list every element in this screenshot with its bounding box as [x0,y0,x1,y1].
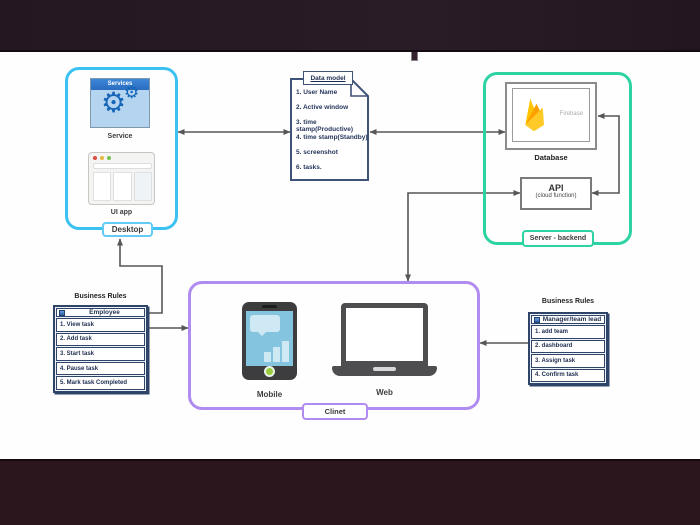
datamodel-title: Data model [303,71,353,85]
manager-rules-table: Manager/team lead 1. add team 2. dashboa… [528,312,608,385]
bar-chart-icon [264,341,289,362]
datamodel-item: 6. tasks. [296,164,322,171]
client-tag: Clinet [302,403,368,420]
phone-screen [246,311,293,366]
api-subtitle: (cloud function) [535,193,577,199]
employee-rules-table: Employee 1. View task 2. Add task 3. Sta… [53,305,148,393]
url-bar [93,163,152,169]
laptop-icon [332,303,437,378]
bottom-letterbox-bar [0,459,700,525]
server-tag: Server - backend [522,230,594,247]
window-buttons-icon [93,156,111,160]
service-window-icon: Services ⚙ ⚙ [90,78,150,128]
phone-speaker [262,305,277,308]
service-window-titlebar: Services [91,79,149,90]
table-row: 5. Mark task Completed [56,376,145,390]
table-row: 3. Assign task [531,354,605,368]
business-rules-title-right: Business Rules [541,298,595,305]
api-box: API (cloud function) [520,177,592,210]
business-rules-title-left: Business Rules [74,293,127,300]
gear-icon: ⚙ [101,87,127,118]
slide-edge-marker [411,52,418,61]
person-icon [534,316,540,323]
table-row: 1. View task [56,318,145,332]
service-label: Service [107,133,133,140]
chat-bubble-icon [250,315,280,336]
firebase-label: Firebase [559,111,583,117]
table-row: 1. add team [531,325,605,339]
table-header-label: Manager/team lead [542,316,602,323]
datamodel-item: 4. time stamp(Standby) [296,134,368,141]
mobile-phone-icon [242,302,297,380]
table-header-label: Employee [89,309,120,316]
database-label: Database [534,153,568,162]
table-header-row: Employee [56,308,145,317]
desktop-tag: Desktop [102,222,153,237]
table-header-row: Manager/team lead [531,315,605,324]
arrow-employee-desktop [117,238,163,314]
gear-icon: ⚙ [124,83,140,102]
slide-canvas: Services ⚙ ⚙ Service UI app Desktop Da [0,52,700,459]
datamodel-item: 5. screenshot [296,149,338,156]
home-button [264,366,275,377]
mobile-label: Mobile [256,390,283,399]
datamodel-item: 3. time stamp(Productive) [296,119,354,133]
api-title: API [548,183,564,193]
table-row: 4. Confirm task [531,368,605,382]
datamodel-item: 2. Active window [296,104,349,111]
firebase-flame-icon [525,98,544,132]
browser-panes [93,172,152,201]
web-label: Web [376,388,393,397]
top-letterbox-bar [0,0,700,52]
person-icon [59,309,65,316]
browser-window-icon [88,152,155,205]
table-row: 4. Pause task [56,361,145,376]
database-box: Firebase [505,82,597,150]
table-row: 2. Add task [56,332,145,347]
firebase-card: Firebase [512,88,590,142]
uiapp-label: UI app [110,209,133,216]
table-row: 2. dashboard [531,339,605,353]
datamodel-item: 1. User Name [296,89,338,96]
table-row: 3. Start task [56,347,145,361]
